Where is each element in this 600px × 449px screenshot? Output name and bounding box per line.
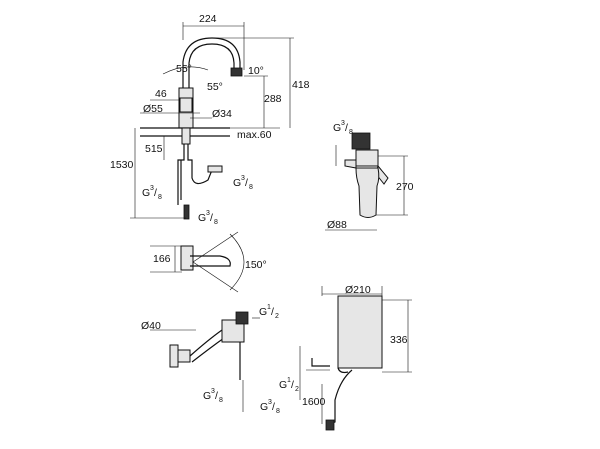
svg-text:/: /: [245, 177, 248, 189]
boiler-plug: [325, 419, 335, 431]
hose-2: [187, 144, 213, 185]
valve-drawing: Ø40 G 1 / 2 G 3 / 8 G 3 / 8: [141, 304, 280, 415]
svg-text:/: /: [291, 379, 294, 391]
svg-text:1: 1: [287, 377, 291, 384]
svg-text:3: 3: [241, 175, 245, 182]
boiler-tank: [337, 295, 383, 369]
dim-swivel-range: 150°: [245, 259, 267, 271]
faucet-spout-inner: [188, 43, 235, 88]
thread-hose-bottom: G 3 / 8: [198, 210, 218, 226]
thread-boiler: G 1 / 2: [279, 377, 299, 393]
valve-top: [235, 311, 249, 325]
thread-valve-left: G 3 / 8: [203, 388, 223, 404]
svg-text:G: G: [198, 212, 206, 224]
valve-inlet: [169, 344, 179, 368]
faucet-aerator: [230, 67, 243, 77]
dim-angle-left: 55°: [176, 63, 192, 75]
top-view-spout: [190, 255, 231, 267]
valve-hose: [189, 329, 223, 357]
filter-cartridge: [355, 167, 380, 218]
dim-filter-diameter: Ø88: [327, 219, 347, 231]
dim-lever-offset: 46: [155, 88, 167, 100]
faucet-spout: [182, 37, 241, 88]
dim-hose-515: 515: [145, 143, 163, 155]
boiler-drawing: Ø210 336 G 1 / 2 1600: [279, 284, 412, 431]
dim-spout-height: 288: [264, 93, 282, 105]
svg-text:/: /: [215, 390, 218, 402]
dim-boiler-diameter: Ø210: [345, 284, 371, 296]
svg-text:1: 1: [267, 304, 271, 311]
thread-valve-top: G 1 / 2: [259, 304, 279, 320]
svg-text:G: G: [279, 379, 287, 391]
svg-text:2: 2: [295, 386, 299, 393]
svg-text:8: 8: [249, 184, 253, 191]
svg-text:G: G: [259, 306, 267, 318]
mounting-shank: [181, 127, 191, 145]
svg-text:/: /: [210, 212, 213, 224]
thread-hose-right: G 3 / 8: [233, 175, 253, 191]
svg-text:G: G: [333, 122, 341, 134]
svg-text:3: 3: [206, 210, 210, 217]
svg-text:2: 2: [275, 313, 279, 320]
svg-text:/: /: [345, 122, 348, 134]
valve-body: [221, 319, 245, 343]
dim-angle-right: 55°: [207, 81, 223, 93]
faucet-drawing: 224 418 288 55° 55° 10° 46 Ø55 Ø34 max.6…: [110, 13, 310, 226]
dim-filter-height: 270: [396, 181, 414, 193]
svg-text:G: G: [203, 390, 211, 402]
top-view-body: [180, 245, 194, 271]
svg-text:8: 8: [349, 129, 353, 136]
dim-spout-tilt: 10°: [248, 65, 264, 77]
dim-spout-reach: 166: [153, 253, 171, 265]
svg-text:3: 3: [211, 388, 215, 395]
svg-text:/: /: [271, 306, 274, 318]
hose-end: [183, 204, 190, 220]
swivel-arc: [229, 233, 245, 291]
dim-valve-diameter: Ø40: [141, 320, 161, 332]
thread-valve-right: G 3 / 8: [260, 399, 280, 415]
dim-hose-1530: 1530: [110, 159, 134, 171]
dim-hole-diameter: Ø34: [212, 108, 232, 120]
top-view-drawing: 166 150°: [150, 231, 267, 293]
svg-text:G: G: [142, 187, 150, 199]
dim-total-height: 418: [292, 79, 310, 91]
dim-deck-thickness: max.60: [237, 129, 272, 141]
filter-head-connector: [351, 132, 371, 150]
dim-boiler-height: 336: [390, 334, 408, 346]
svg-text:3: 3: [341, 120, 345, 127]
svg-text:G: G: [233, 177, 241, 189]
hose-connector: [207, 165, 223, 173]
thread-filter-top: G 3 / 8: [333, 120, 353, 136]
angle-arc: [162, 66, 209, 75]
dim-cable-length: 1600: [302, 396, 326, 408]
filter-head: [355, 149, 379, 167]
dim-faucet-width: 224: [199, 13, 217, 25]
boiler-pipe: [311, 358, 330, 367]
filter-drawing: G 3 / 8 270 Ø88: [325, 120, 414, 231]
svg-text:8: 8: [158, 194, 162, 201]
svg-text:3: 3: [150, 185, 154, 192]
svg-text:8: 8: [214, 219, 218, 226]
svg-text:8: 8: [219, 397, 223, 404]
thread-hose-left: G 3 / 8: [142, 185, 162, 201]
svg-text:/: /: [272, 401, 275, 413]
faucet-lever: [179, 97, 193, 113]
svg-text:/: /: [154, 187, 157, 199]
svg-text:G: G: [260, 401, 268, 413]
boiler-cable: [329, 369, 353, 425]
svg-text:8: 8: [276, 408, 280, 415]
svg-text:3: 3: [268, 399, 272, 406]
dim-base-diameter: Ø55: [143, 103, 163, 115]
